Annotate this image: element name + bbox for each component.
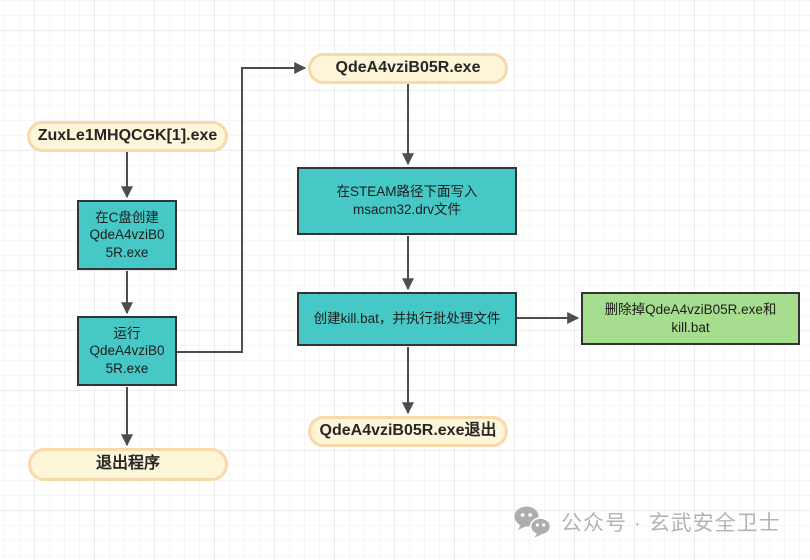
node-start-zuxle-exe: ZuxLe1MHQCGK[1].exe <box>27 121 228 152</box>
node-create-on-c-drive: 在C盘创建 QdeA4vziB0 5R.exe <box>77 200 177 270</box>
node-run-payload: 运行 QdeA4vziB0 5R.exe <box>77 316 177 386</box>
watermark: 公众号 · 玄武安全卫士 <box>514 506 781 538</box>
node-delete-files: 删除掉QdeA4vziB05R.exe和 kill.bat <box>581 292 800 345</box>
node-payload-exe: QdeA4vziB05R.exe <box>308 53 508 84</box>
watermark-text: 公众号 · 玄武安全卫士 <box>561 512 781 535</box>
node-payload-exit: QdeA4vziB05R.exe退出 <box>308 416 508 447</box>
node-exit-program: 退出程序 <box>28 448 228 481</box>
node-write-steam-drv: 在STEAM路径下面写入 msacm32.drv文件 <box>297 167 517 235</box>
arrow-run-to-payload <box>177 62 307 353</box>
node-create-kill-bat: 创建kill.bat，并执行批处理文件 <box>297 292 517 346</box>
wechat-icon <box>514 506 552 538</box>
